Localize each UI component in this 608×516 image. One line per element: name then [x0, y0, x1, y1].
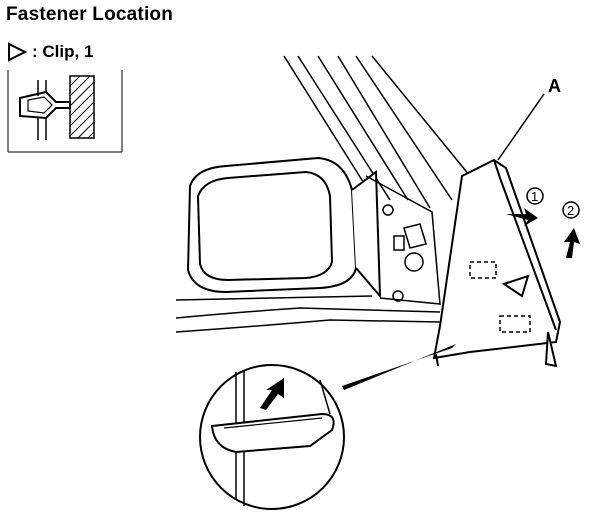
zoom-callout-line [342, 344, 456, 390]
side-mirror [186, 156, 382, 299]
triangle-outline-icon [6, 41, 28, 63]
step-arrows: 1 2 [506, 187, 580, 258]
callout-label-a: A [548, 76, 561, 96]
legend: : Clip, 1 [6, 41, 93, 63]
step-1-label: 1 [531, 189, 538, 204]
cover-a [432, 158, 562, 368]
callout-a-leader [497, 93, 545, 161]
diagram-title: Fastener Location [6, 4, 174, 25]
legend-text: : Clip, 1 [32, 42, 94, 61]
door-frame [175, 55, 471, 333]
step-2-label: 2 [567, 203, 574, 218]
zoom-detail-circle [199, 364, 345, 510]
clip-detail-inset [7, 70, 123, 153]
mirror-mount [365, 175, 441, 305]
